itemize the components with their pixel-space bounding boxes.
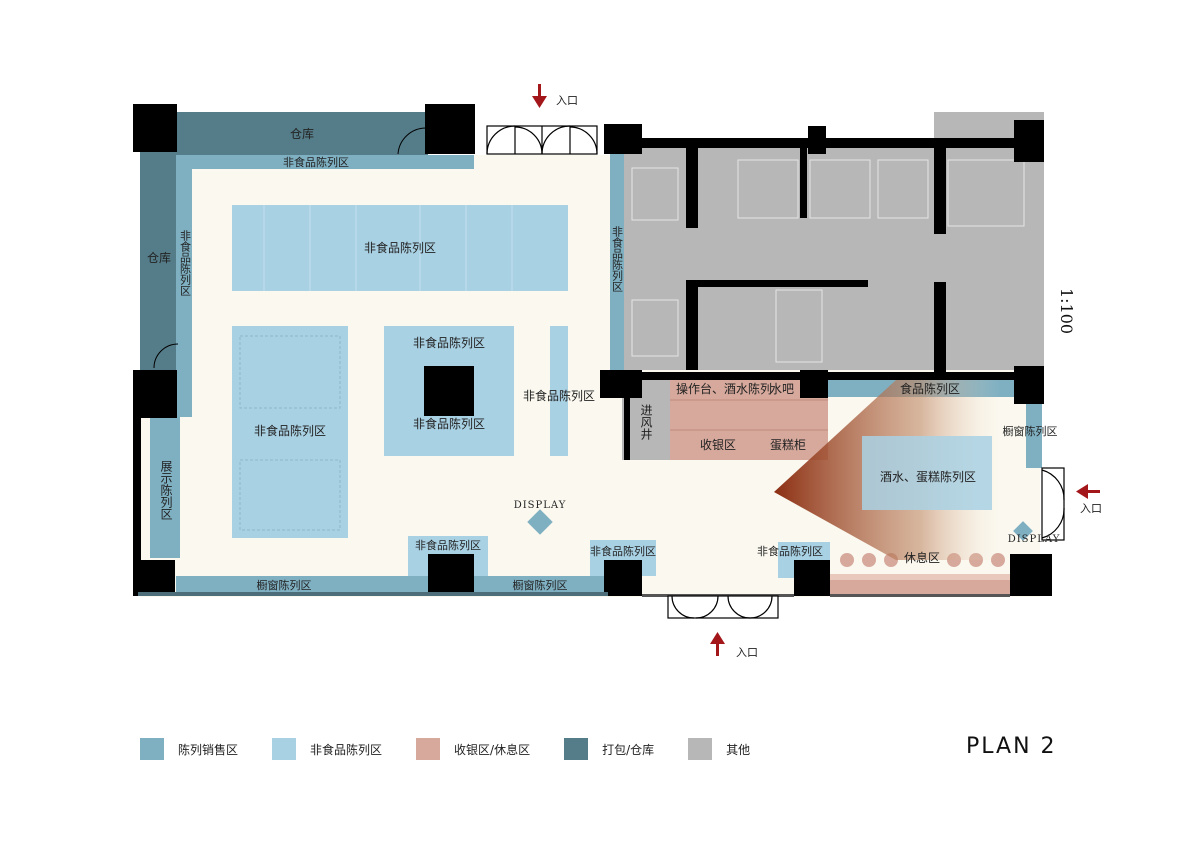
scale-label: 1:100 <box>1057 288 1076 335</box>
rest-area-label: 休息区 <box>904 550 940 565</box>
entrance-right-arrow-icon <box>1076 484 1100 499</box>
walls <box>133 104 1052 597</box>
door-storage <box>153 127 427 369</box>
cake-cabinet-label: 蛋糕柜 <box>770 438 806 452</box>
legend-item-other: 其他 <box>688 738 750 760</box>
nonfood-center-top-label: 非食品陈列区 <box>413 335 485 350</box>
door-bottom[interactable] <box>667 595 779 619</box>
display-left-strip-label: 展示陈列区 <box>159 460 173 520</box>
drinks-cake-zone <box>862 436 992 510</box>
display-2-marker <box>1013 521 1033 541</box>
nonfood-bottom-2-label: 非食品陈列区 <box>590 544 656 558</box>
entrance-bottom-arrow-icon <box>710 632 725 656</box>
window-bottom-left <box>176 576 430 594</box>
rest-strip <box>830 576 1010 594</box>
legend-swatch <box>272 738 297 760</box>
core-partitions <box>610 126 1040 372</box>
window-right-strip <box>1026 404 1042 468</box>
legend-swatch <box>140 738 164 760</box>
entrance-bottom-label: 入口 <box>736 646 758 659</box>
legend-item-nonfood: 非食品陈列区 <box>272 738 382 760</box>
storage-top <box>176 112 428 156</box>
food-strip-label: 食品陈列区 <box>900 381 960 396</box>
nonfood-top-strip <box>176 155 474 169</box>
nonfood-top-strip-label: 非食品陈列区 <box>283 155 349 169</box>
entrance-top-arrow-icon <box>532 84 547 108</box>
service-core <box>610 138 1044 370</box>
window-bottom-left-label: 橱窗陈列区 <box>257 578 312 592</box>
legend-label: 陈列销售区 <box>178 742 239 757</box>
legend-swatch <box>416 738 441 760</box>
display-1-marker <box>527 509 553 535</box>
legend-swatch <box>564 738 589 760</box>
drinks-cake-label: 酒水、蛋糕陈列区 <box>880 469 976 484</box>
nonfood-right-strip-label: 非食品陈列区 <box>523 388 595 403</box>
window-bottom-mid-label: 橱窗陈列区 <box>513 578 568 592</box>
nonfood-block-top-dividers <box>263 205 513 291</box>
nonfood-center-bottom-label: 非食品陈列区 <box>413 416 485 431</box>
legend-label: 其他 <box>726 742 751 757</box>
bar-counter-label: 操作台、酒水陈列 <box>676 381 772 396</box>
display-left-strip <box>150 416 180 558</box>
legend-item-cashier-rest: 收银区/休息区 <box>416 738 530 760</box>
legend-label: 收银区/休息区 <box>454 742 531 757</box>
air-shaft-label: 进风井 <box>639 404 653 441</box>
storage-left-label: 仓库 <box>147 250 171 265</box>
entrance-right-label: 入口 <box>1080 502 1102 515</box>
nonfood-block-left-details <box>239 335 341 531</box>
display-2-label: DISPLAY <box>1008 534 1061 545</box>
legend: 陈列销售区 非食品陈列区 收银区/休息区 打包/仓库 其他 <box>140 736 784 762</box>
door-right[interactable] <box>1041 467 1065 541</box>
rest-bench <box>830 574 1010 580</box>
legend-label: 非食品陈列区 <box>310 742 383 757</box>
legend-item-storage: 打包/仓库 <box>564 738 654 760</box>
storage-top-label: 仓库 <box>290 126 314 141</box>
nonfood-block-left <box>232 326 348 538</box>
center-column <box>424 366 474 416</box>
nonfood-bottom-3-label: 非食品陈列区 <box>757 544 823 558</box>
display-1-label: DISPLAY <box>514 500 567 511</box>
entrance-top-label: 入口 <box>556 94 578 107</box>
cashier-label: 收银区 <box>700 438 736 452</box>
window-right-label: 橱窗陈列区 <box>1003 424 1058 438</box>
nonfood-core-strip <box>610 150 624 372</box>
nonfood-center-right-strip <box>550 326 568 456</box>
legend-swatch <box>688 738 713 760</box>
bar-area-lines <box>670 399 828 431</box>
legend-item-display-sales: 陈列销售区 <box>140 738 238 760</box>
core-detail-lines <box>631 159 1025 363</box>
nonfood-left-strip <box>176 155 192 417</box>
nonfood-bottom-1-label: 非食品陈列区 <box>415 538 481 552</box>
water-bar-label: 水吧 <box>770 382 794 396</box>
window-bottom-mid <box>474 576 606 594</box>
storage-left <box>140 152 176 370</box>
nonfood-left-strip-label: 非食品陈列区 <box>179 230 192 296</box>
legend-label: 打包/仓库 <box>602 742 655 757</box>
plan-title: PLAN 2 <box>966 734 1057 759</box>
nonfood-core-strip-label: 非食品陈列区 <box>611 226 624 292</box>
nonfood-block-top-label: 非食品陈列区 <box>364 240 436 255</box>
door-top[interactable] <box>486 125 598 155</box>
nonfood-block-left-label: 非食品陈列区 <box>254 423 326 438</box>
